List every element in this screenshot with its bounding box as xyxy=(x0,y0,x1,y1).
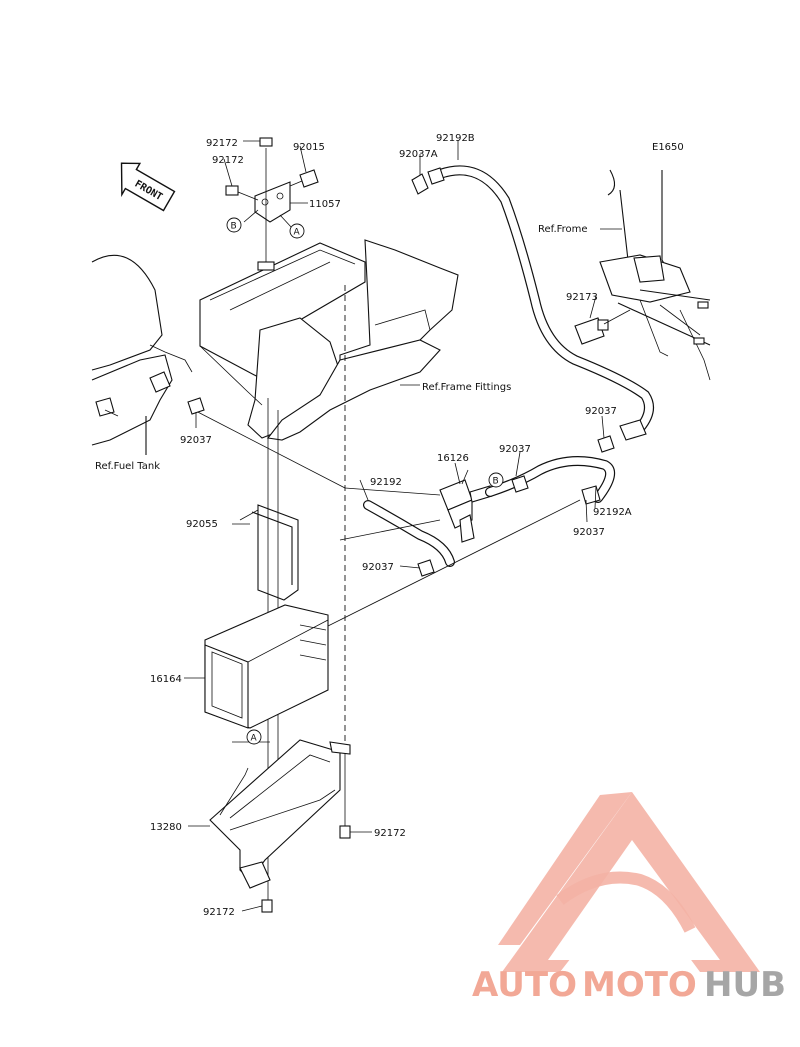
hose-92192A xyxy=(485,435,616,505)
callout-b-top: B xyxy=(226,217,242,233)
bracket-11057 xyxy=(225,137,319,262)
part-label-92192: 92192 xyxy=(370,477,402,488)
valve-16126 xyxy=(439,462,493,543)
svg-text:B: B xyxy=(493,477,499,487)
part-label-16164: 16164 xyxy=(150,674,182,685)
callout-b-mid: B xyxy=(488,472,504,488)
part-label-92192B: 92192B xyxy=(436,133,475,144)
ref-label-frame-fittings: Ref.Frame Fittings xyxy=(422,382,511,393)
watermark-text: AUTO MOTO HUB xyxy=(472,965,786,1005)
leader-lines-lower xyxy=(184,384,605,912)
part-label-92172-bottom-right: 92172 xyxy=(374,828,406,839)
watermark-hub: HUB xyxy=(704,965,786,1005)
svg-text:A: A xyxy=(294,228,301,238)
ref-label-fuel-tank: Ref.Fuel Tank xyxy=(95,461,160,472)
hose-92192B xyxy=(411,165,654,441)
part-label-92173: 92173 xyxy=(566,292,598,303)
watermark-auto: AUTO xyxy=(472,965,577,1005)
watermark-logo xyxy=(498,792,760,972)
hose-92192 xyxy=(363,500,455,577)
diagram-code: E1650 xyxy=(652,142,684,153)
part-label-92055: 92055 xyxy=(186,519,218,530)
front-arrow-icon: FRONT xyxy=(120,162,176,212)
part-label-92037A: 92037A xyxy=(399,149,438,160)
band-92055 xyxy=(239,504,299,601)
part-label-92172-bottom: 92172 xyxy=(203,907,235,918)
part-label-92037-right-low: 92037 xyxy=(573,527,605,538)
tray-13280 xyxy=(209,739,351,913)
watermark-moto: MOTO xyxy=(582,965,697,1005)
reference-lines xyxy=(187,397,581,631)
part-label-92037-left: 92037 xyxy=(180,435,212,446)
frame-right xyxy=(574,169,711,381)
svg-text:A: A xyxy=(251,734,258,744)
part-label-92037-hose: 92037 xyxy=(362,562,394,573)
part-label-92192A: 92192A xyxy=(593,507,632,518)
ref-label-frame-top: Ref.Frome xyxy=(538,224,588,235)
part-label-11057: 11057 xyxy=(309,199,341,210)
part-label-16126: 16126 xyxy=(437,453,469,464)
svg-text:B: B xyxy=(231,222,237,232)
canister-16164 xyxy=(204,604,329,729)
part-label-92015: 92015 xyxy=(293,142,325,153)
part-label-92172-top: 92172 xyxy=(206,138,238,149)
part-label-13280: 13280 xyxy=(150,822,182,833)
part-label-92037-right: 92037 xyxy=(585,406,617,417)
part-label-92037-mid: 92037 xyxy=(499,444,531,455)
fuel-tank-outline xyxy=(91,254,193,455)
upper-box xyxy=(199,239,459,441)
part-label-92172-left: 92172 xyxy=(212,155,244,166)
callout-a-bottom: A xyxy=(246,729,262,745)
callout-a-top: A xyxy=(289,223,305,239)
